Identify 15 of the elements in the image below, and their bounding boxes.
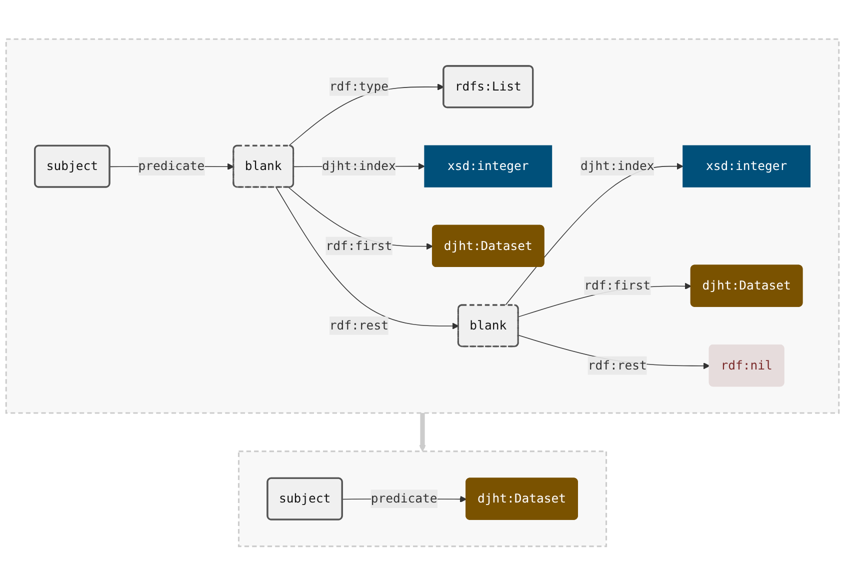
- edge-label: rdf:first: [584, 278, 651, 293]
- cluster: [238, 450, 608, 548]
- edge-label: djht:index: [580, 158, 654, 174]
- edge-label: rdf:first: [326, 238, 392, 254]
- edge-label: predicate: [138, 158, 205, 174]
- arrow: [504, 163, 684, 306]
- edge-label: rdf:rest: [329, 318, 388, 333]
- edge-label: rdf:rest: [588, 358, 647, 373]
- node-box: xsd:integer: [424, 146, 552, 188]
- node-box: xsd:integer: [682, 146, 811, 188]
- edge-label: predicate: [370, 491, 438, 506]
- arrow: [419, 413, 426, 452]
- cluster: [5, 38, 840, 414]
- edge-label: rdf:type: [329, 79, 388, 94]
- edge-label: djht:index: [322, 158, 396, 174]
